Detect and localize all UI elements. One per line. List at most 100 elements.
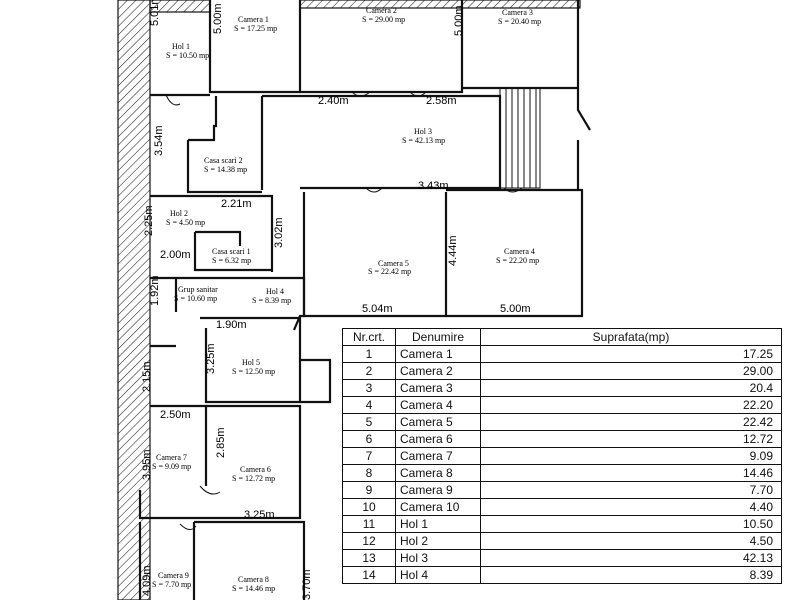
dimension-label: 3.25m	[244, 509, 275, 521]
wall-hol-3-top	[262, 94, 502, 190]
outer-wall-west	[117, 0, 151, 600]
table-cell: 4.50	[480, 532, 782, 550]
room-area-hol-2: S = 4.50 mp	[166, 218, 205, 227]
room-name-hol-2: Hol 2	[170, 209, 188, 218]
table-cell: 10	[342, 498, 396, 516]
room-area-casa-scari-2: S = 14.38 mp	[204, 165, 247, 174]
wall-camera-9	[138, 522, 196, 600]
room-area-camera-1: S = 17.25 mp	[234, 24, 277, 33]
table-cell: Camera 9	[395, 481, 481, 499]
room-name-camera-7: Camera 7	[156, 453, 187, 462]
dimension-label: 2.85m	[215, 427, 227, 458]
table-cell: Camera 10	[395, 498, 481, 516]
dimension-label: 1.92m	[149, 275, 161, 306]
outer-wall-north	[299, 0, 581, 9]
room-area-hol-5: S = 12.50 mp	[232, 367, 275, 376]
table-cell: 2	[342, 362, 396, 380]
room-area-camera-7: S = 9.09 mp	[152, 462, 191, 471]
room-area-hol-3: S = 42.13 mp	[402, 136, 445, 145]
table-cell: 8	[342, 464, 396, 482]
table-cell: 11	[342, 515, 396, 533]
room-area-camera-5: S = 22.42 mp	[368, 267, 411, 276]
table-cell: 22.20	[480, 396, 782, 414]
stairs	[499, 87, 541, 189]
room-name-camera-9: Camera 9	[158, 571, 189, 580]
wall-camera-4	[446, 188, 584, 318]
table-cell: 29.00	[480, 362, 782, 380]
table-cell: 13	[342, 549, 396, 567]
table-cell: Camera 3	[395, 379, 481, 397]
wall-camera-6	[206, 404, 302, 520]
room-name-camera-3: Camera 3	[502, 8, 533, 17]
wall-hol-5-annex	[300, 358, 332, 404]
room-name-hol-4: Hol 4	[266, 287, 284, 296]
table-cell: 42.13	[480, 549, 782, 567]
dimension-label: 4.44m	[447, 235, 459, 266]
table-cell: 22.42	[480, 413, 782, 431]
dimension-label: 3.02m	[273, 217, 285, 248]
room-area-camera-4: S = 22.20 mp	[496, 256, 539, 265]
room-area-camera-2: S = 29.00 mp	[362, 15, 405, 24]
dimension-label: 3.43m	[418, 180, 449, 192]
room-name-camera-8: Camera 8	[238, 575, 269, 584]
table-cell: 20.4	[480, 379, 782, 397]
wall-hol-2	[150, 194, 274, 272]
room-name-hol-1: Hol 1	[172, 42, 190, 51]
table-header-row: Nr.crt. Denumire Suprafata(mp)	[342, 328, 782, 346]
room-name-camera-1: Camera 1	[238, 15, 269, 24]
table-cell: 12	[342, 532, 396, 550]
table-cell: Camera 5	[395, 413, 481, 431]
table-cell: 10.50	[480, 515, 782, 533]
table-cell: Hol 1	[395, 515, 481, 533]
column-header: Denumire	[395, 328, 481, 346]
table-cell: 9	[342, 481, 396, 499]
room-area-hol-4: S = 8.39 mp	[252, 296, 291, 305]
table-cell: 7	[342, 447, 396, 465]
room-name-casa-scari-1: Casa scari 1	[212, 247, 251, 256]
wall-camera-5	[302, 192, 448, 318]
room-area-casa-scari-1: S = 6.32 mp	[212, 256, 251, 265]
table-cell: 4.40	[480, 498, 782, 516]
wall-hol-4	[230, 276, 306, 331]
room-name-camera-5: Camera 5	[378, 259, 409, 268]
dimension-label: 3.70m	[301, 569, 313, 600]
table-cell: Camera 1	[395, 345, 481, 363]
table-cell: Camera 8	[395, 464, 481, 482]
wall-casa-scari-2	[186, 96, 262, 194]
table-cell: Camera 6	[395, 430, 481, 448]
wall-camera-7-bottom	[138, 490, 206, 520]
table-cell: 9.09	[480, 447, 782, 465]
dimension-label: 1.90m	[216, 319, 247, 331]
dimension-label: 3.95m	[141, 449, 153, 480]
dimension-label: 2.40m	[318, 95, 349, 107]
table-cell: Hol 4	[395, 566, 481, 584]
dimension-label: 2.58m	[426, 95, 457, 107]
dimension-label: 5.04m	[362, 303, 393, 315]
dimension-label: 3.25m	[205, 343, 217, 374]
dimension-label: 5.01m	[149, 0, 161, 26]
dimension-label: 4.09m	[141, 565, 153, 596]
table-cell: Hol 2	[395, 532, 481, 550]
table-cell: 14	[342, 566, 396, 584]
dimension-label: 2.00m	[160, 249, 191, 261]
table-cell: 5	[342, 413, 396, 431]
room-name-camera-2: Camera 2	[366, 6, 397, 15]
table-cell: Hol 3	[395, 549, 481, 567]
dimension-label: 5.00m	[453, 5, 465, 36]
table-cell: Camera 7	[395, 447, 481, 465]
wall-east-upper	[576, 88, 591, 131]
table-cell: Camera 4	[395, 396, 481, 414]
table-cell: 4	[342, 396, 396, 414]
wall-grup-sanitar	[150, 276, 230, 312]
dimension-label: 5.00m	[212, 3, 224, 34]
